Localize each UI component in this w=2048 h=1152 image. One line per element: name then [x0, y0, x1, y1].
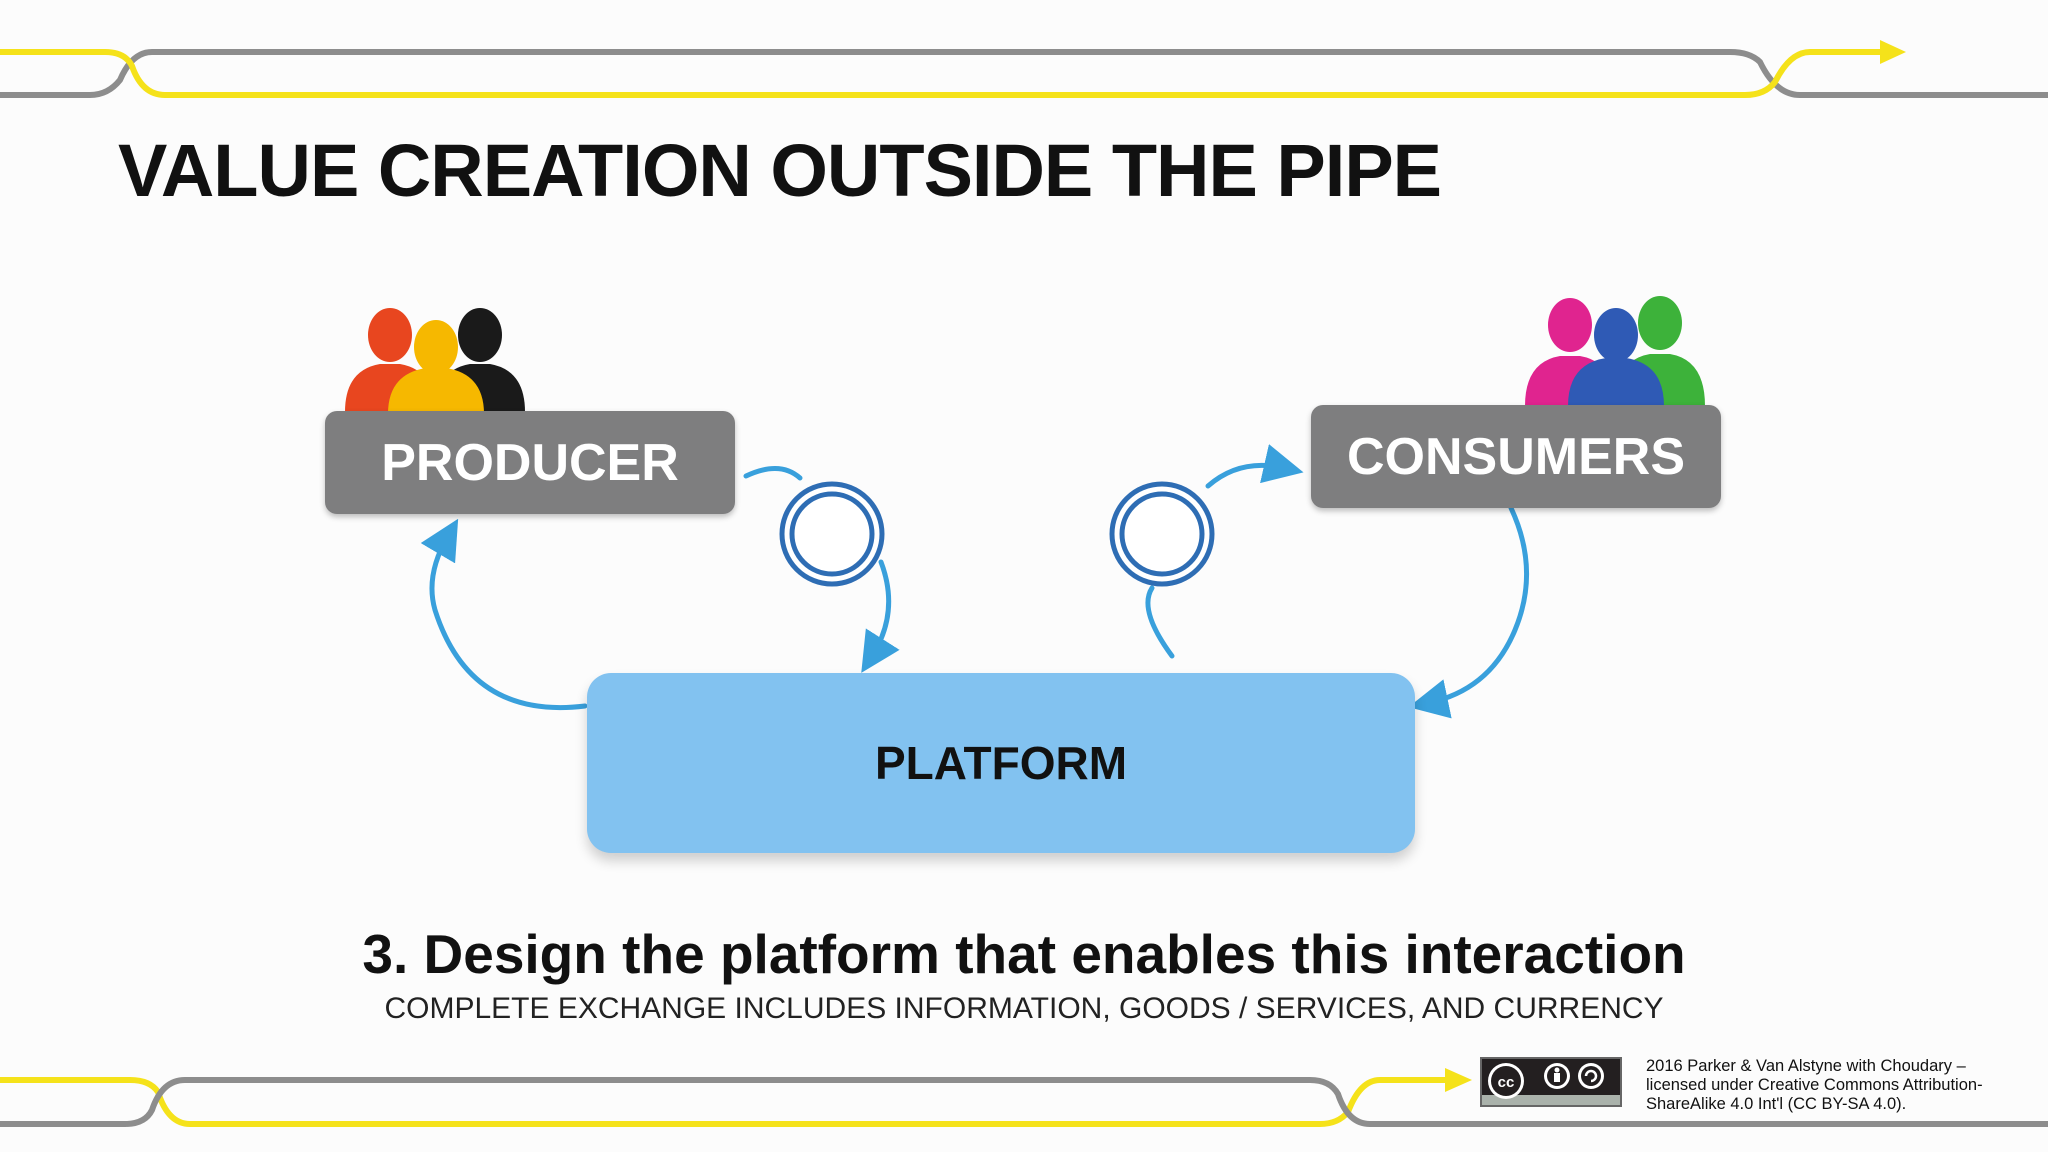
- slide-title: VALUE CREATION OUTSIDE THE PIPE: [118, 129, 1442, 212]
- platform-label: PLATFORM: [874, 737, 1128, 789]
- exchange-ring-icon: [779, 481, 885, 587]
- consumers-label: CONSUMERS: [1346, 427, 1686, 486]
- creative-commons-badge: cc: [1480, 1057, 1622, 1107]
- creative-commons-by-sa-icon: cc: [1482, 1059, 1620, 1105]
- platform-to-consumers-arrow: [1145, 465, 1284, 659]
- consumers-people-icon: [1525, 296, 1705, 406]
- producer-label: PRODUCER: [381, 433, 679, 492]
- person-icon: [1568, 308, 1664, 406]
- section-heading: 3. Design the platform that enables this…: [362, 923, 1686, 985]
- producer-people-icon: [345, 308, 525, 414]
- consumers-to-platform-arrow: [1408, 505, 1529, 719]
- section-subheading: COMPLETE EXCHANGE INCLUDES INFORMATION, …: [384, 992, 1664, 1025]
- platform-box: PLATFORM: [587, 673, 1415, 853]
- platform-to-producer-arrow: [420, 518, 588, 711]
- svg-text:cc: cc: [1498, 1074, 1515, 1091]
- exchange-ring-icon: [1109, 481, 1215, 587]
- producer-to-platform-arrow: [743, 466, 889, 656]
- producer-box: PRODUCER: [325, 411, 735, 514]
- person-icon: [388, 320, 484, 414]
- consumers-box: CONSUMERS: [1311, 405, 1721, 508]
- license-credit-text: 2016 Parker & Van Alstyne with Choudary …: [1646, 1057, 1983, 1113]
